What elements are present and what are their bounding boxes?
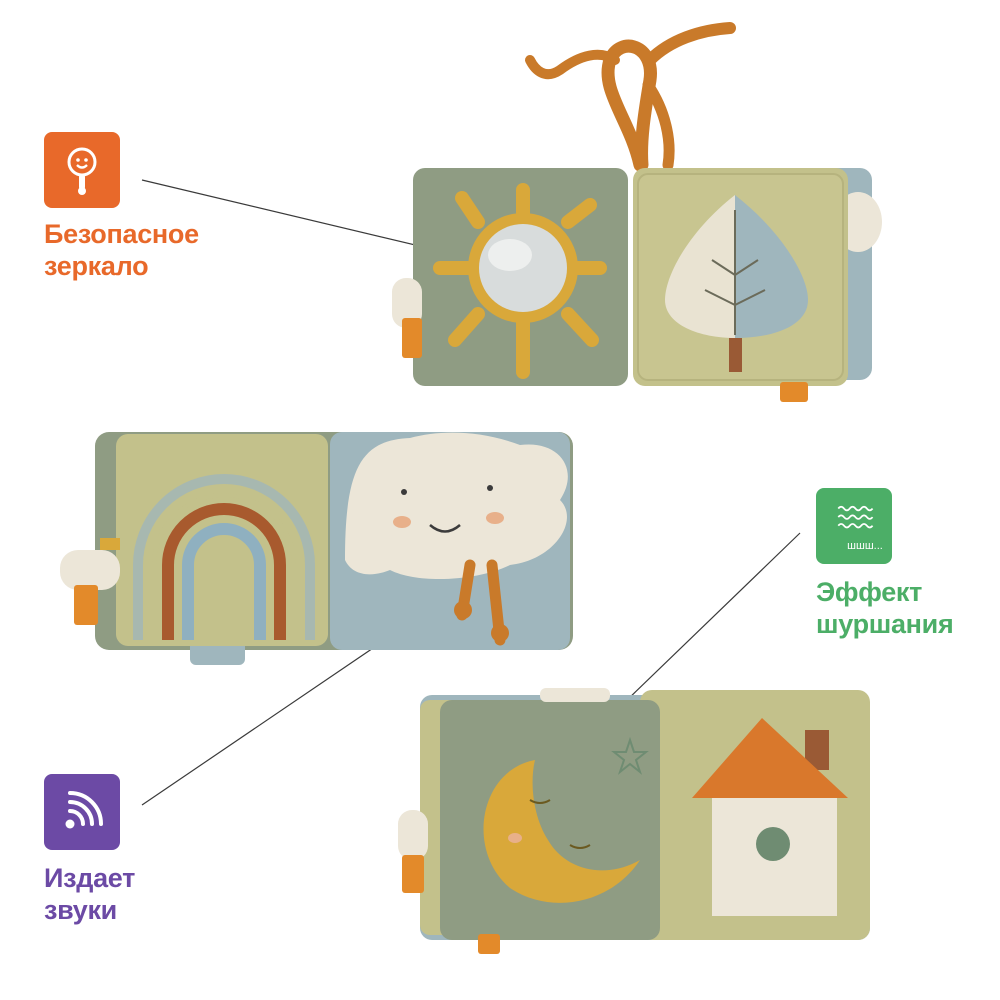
book-middle-rainbow-cloud xyxy=(60,432,573,665)
mirror-feature-line2: зеркало xyxy=(44,251,149,281)
rainbow xyxy=(133,474,315,640)
sun-mirror xyxy=(433,183,607,379)
rattle-icon xyxy=(67,147,97,195)
rustle-feature-line2: шуршания xyxy=(816,609,954,639)
rustle-feature-line1: Эффект xyxy=(816,577,923,607)
book-bottom-moon-house xyxy=(398,688,870,954)
mirror-feature-label: Безопасное зеркало xyxy=(44,218,199,282)
house-roof xyxy=(692,718,848,798)
rustle-feature-label: Эффект шуршания xyxy=(816,576,954,640)
callout-line-rustle xyxy=(624,532,801,703)
moon xyxy=(483,760,640,903)
mirror-badge xyxy=(44,132,120,208)
rustle-badge-text: шшш... xyxy=(847,540,883,552)
cloud xyxy=(345,432,568,580)
sound-feature-label: Издает звуки xyxy=(44,862,135,926)
rustle-badge: шшш... xyxy=(816,488,892,564)
crinkle-paper-icon xyxy=(837,505,874,529)
callout-line-sound xyxy=(141,639,386,806)
tree-shape xyxy=(665,195,735,338)
sound-waves-icon xyxy=(65,791,103,829)
sound-feature-line2: звуки xyxy=(44,895,117,925)
mirror-feature-line1: Безопасное xyxy=(44,219,199,249)
star-outline xyxy=(611,736,649,775)
sound-feature-line1: Издает xyxy=(44,863,136,893)
sound-badge xyxy=(44,774,120,850)
book-top-mirror-tree xyxy=(392,22,882,402)
